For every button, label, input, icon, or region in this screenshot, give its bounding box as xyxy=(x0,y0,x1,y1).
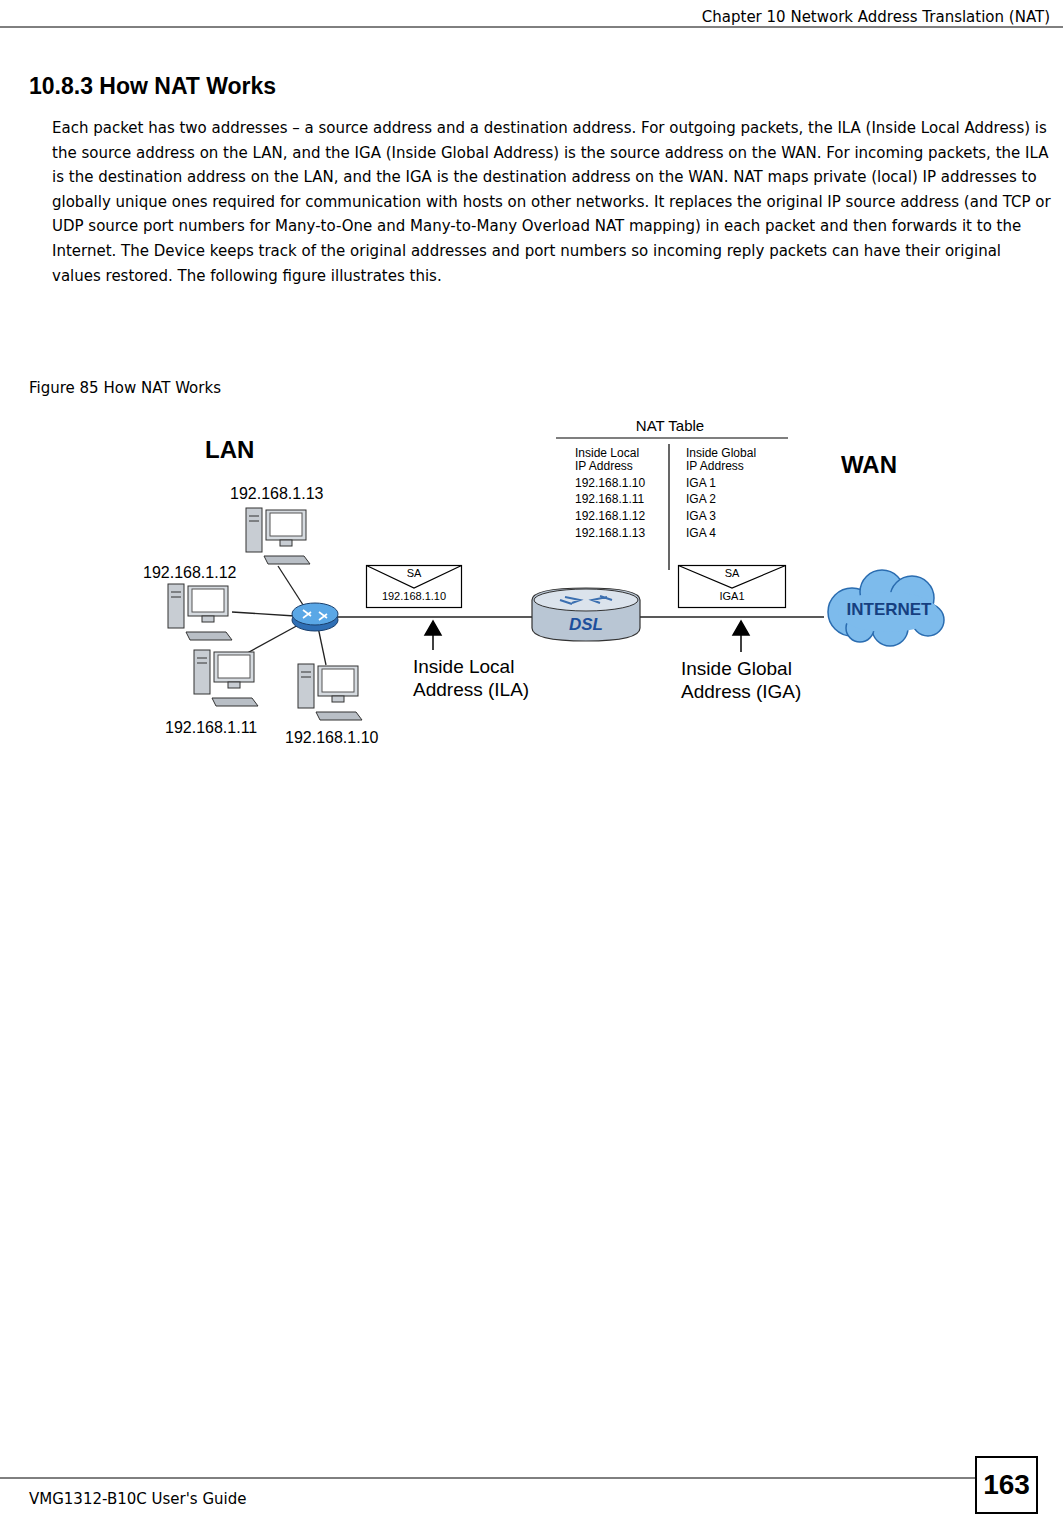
footer-rule xyxy=(0,1478,975,1479)
network-wires xyxy=(232,566,824,665)
ip-label: 192.168.1.11 xyxy=(165,719,257,737)
callout-label: Inside Global Address (IGA) xyxy=(681,657,836,703)
table-cell: 192.168.1.10 xyxy=(575,477,645,491)
table-divider xyxy=(668,444,669,570)
callout-label: Inside Local Address (ILA) xyxy=(413,655,563,701)
region-label: LAN xyxy=(205,436,254,464)
table-cell: IGA 3 xyxy=(686,510,716,524)
switch-symbol xyxy=(292,603,338,631)
header-rule xyxy=(0,27,1063,28)
table-cell: IGA 2 xyxy=(686,493,716,507)
running-footer: VMG1312-B10C User's Guide xyxy=(29,1491,246,1508)
table-cell: 192.168.1.11 xyxy=(575,493,644,507)
packet-envelope: SA 192.168.1.10 xyxy=(366,565,462,608)
table-rule xyxy=(556,437,788,438)
body-paragraph: Each packet has two addresses – a source… xyxy=(52,116,1052,288)
internet-cloud xyxy=(828,570,944,646)
computer-icon xyxy=(168,584,232,640)
cloud-logo: INTERNET xyxy=(834,600,944,620)
computer-icon xyxy=(246,508,310,564)
page-number-box: 163 xyxy=(975,1456,1038,1514)
figure-caption: Figure 85 How NAT Works xyxy=(29,379,221,397)
table-cell: IGA 4 xyxy=(686,527,716,541)
region-label: WAN xyxy=(841,451,897,479)
table-header: Inside Local IP Address xyxy=(575,447,651,473)
table-header: Inside Global IP Address xyxy=(686,447,768,473)
table-cell: IGA 1 xyxy=(686,477,716,491)
device-logo: DSL xyxy=(561,615,611,635)
computer-icon xyxy=(194,650,258,706)
packet-field: 192.168.1.10 xyxy=(366,590,462,603)
ip-label: 192.168.1.12 xyxy=(143,564,236,582)
running-header: Chapter 10 Network Address Translation (… xyxy=(540,9,1050,26)
packet-field: SA xyxy=(366,567,462,580)
ip-label: 192.168.1.13 xyxy=(230,485,323,503)
table-cell: 192.168.1.12 xyxy=(575,510,645,524)
packet-field: IGA1 xyxy=(678,590,786,603)
computers xyxy=(168,508,362,720)
packet-field: SA xyxy=(678,567,786,580)
section-title: 10.8.3 How NAT Works xyxy=(29,73,276,100)
page-number: 163 xyxy=(975,1456,1038,1514)
dsl-router xyxy=(532,588,640,641)
packet-envelope: SA IGA1 xyxy=(678,565,786,608)
table-title: NAT Table xyxy=(590,417,750,434)
ip-label: 192.168.1.10 xyxy=(285,729,378,747)
computer-icon xyxy=(298,664,362,720)
table-cell: 192.168.1.13 xyxy=(575,527,645,541)
